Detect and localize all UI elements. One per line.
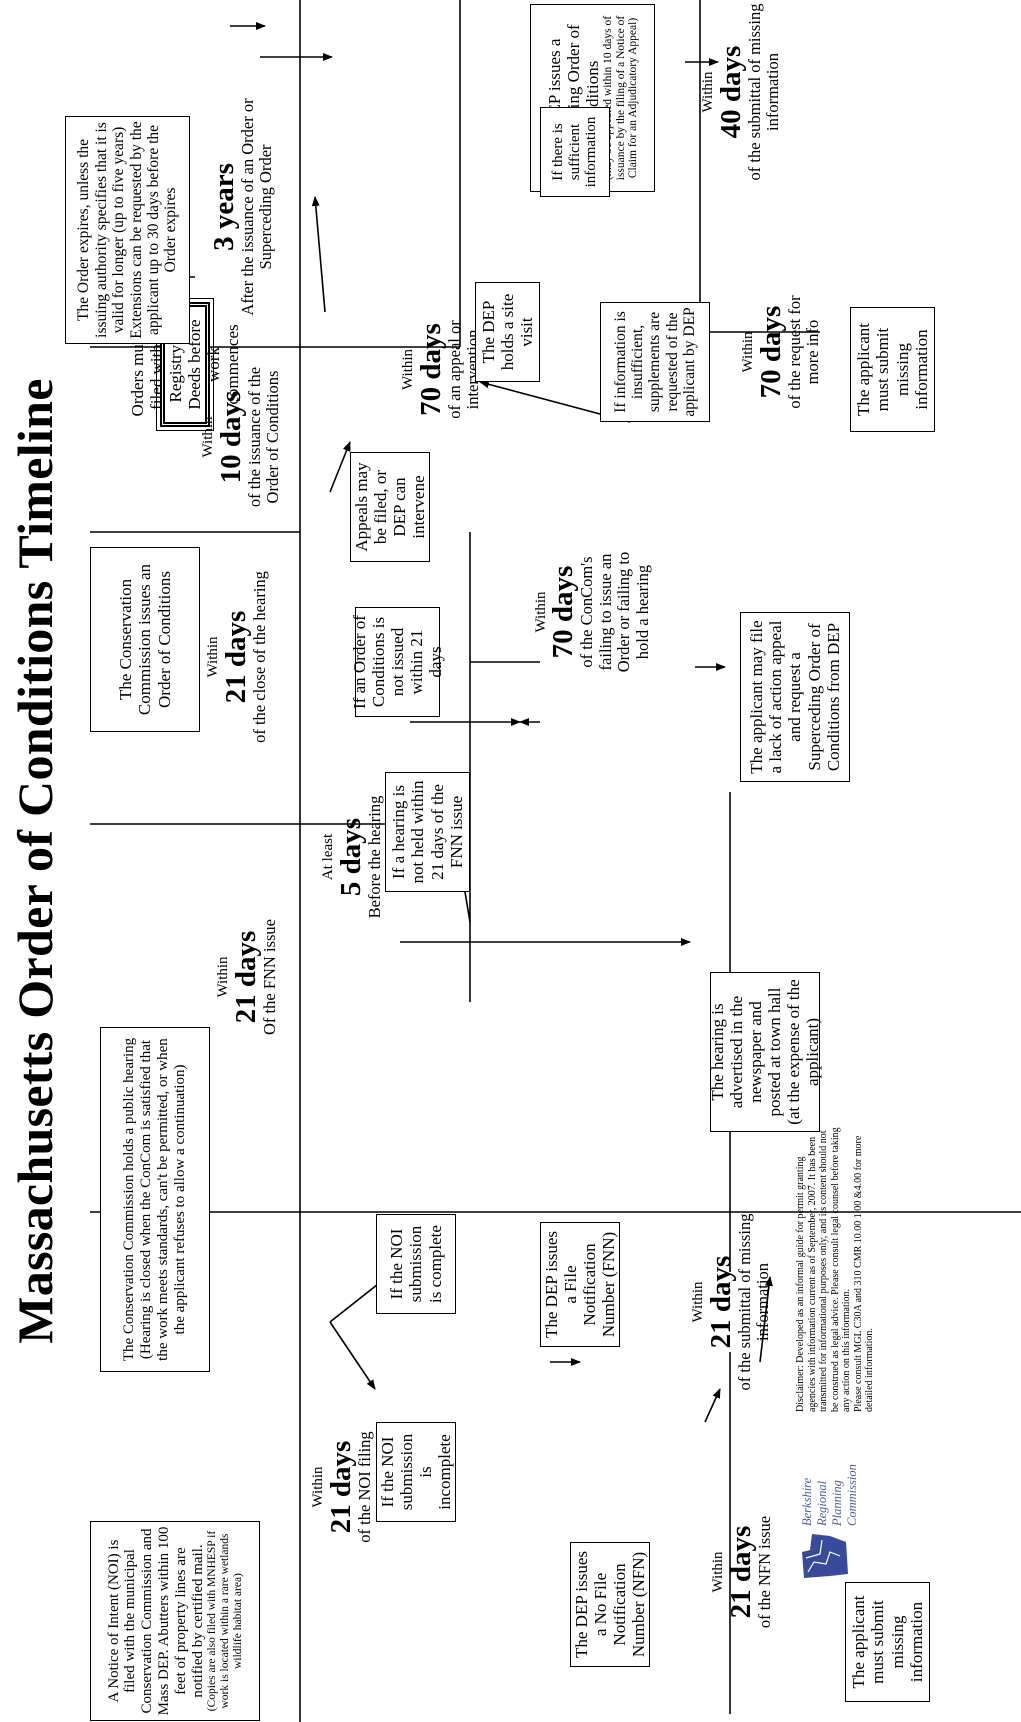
timing-big: 70 days [754,305,787,399]
timing-sub: of the close of the hearing [249,571,269,743]
public-hearing-box: The Conservation Commission holds a publ… [100,1027,210,1372]
page-title: Massachusetts Order of Conditions Timeli… [7,378,63,1344]
timing-big: 70 days [414,323,447,416]
timing-missing: Within 21 days of the submittal of missi… [690,1212,773,1392]
timing-3years: 3 years After the issuance of an Order o… [208,92,276,322]
applicant-submit-box-1: The applicant must submit missing inform… [845,1582,930,1702]
logo-line: Regional [815,1480,829,1526]
timing-big: 3 years [208,163,240,251]
dep-site-visit-box: The DEP holds a site visit [475,282,540,382]
timing-sub: of the NFN issue [754,1515,774,1629]
timing-issuance: Within 10 days of the issuance of the Or… [200,347,283,527]
timing-sub: of the NOI filing [354,1431,374,1543]
timing-sub: of the issuance of the Order of Conditio… [244,366,283,508]
logo-line: Commission [845,1464,859,1526]
applicant-submit-box-2: The applicant must submit missing inform… [850,307,935,432]
timing-70-request: Within 70 days of the request for more i… [740,282,823,422]
timing-70-appeal: Within 70 days of an appeal or intervent… [400,282,483,457]
concom-issues-box: The Conservation Commission issues an Or… [90,547,200,732]
timing-70-concom: Within 70 days of the ConCom's failing t… [533,542,652,682]
timing-big: 21 days [219,610,252,704]
sufficient-info-box: If there is sufficient information [540,107,610,197]
timing-sub: of the submittal of missing information [734,1213,773,1391]
dep-fnn-box: The DEP issues a File Notification Numbe… [540,1222,620,1347]
timing-noi: Within 21 days of the NOI filing [310,1392,374,1582]
timing-sub: Of the FNN issue [259,919,279,1035]
timing-big: 10 days [214,390,247,484]
timing-sub: of the request for more info [784,295,823,409]
timing-close: Within 21 days of the close of the heari… [205,552,269,762]
timing-5days: At least 5 days Before the hearing [320,782,384,932]
appeals-filed-box: Appeals may be filed, or DEP can interve… [350,452,430,562]
timing-sub: of the submittal of missing information [744,3,783,181]
noi-incomplete-box: If the NOI submission is incomplete [376,1422,456,1522]
disclaimer-text: Disclaimer: Developed as an informal gui… [795,1127,875,1412]
brpc-logo-text: Berkshire Regional Planning Commission [800,1464,860,1526]
logo-line: Berkshire [800,1477,814,1526]
logo-line: Planning [830,1480,844,1526]
order-expires-box: The Order expires, unless the issuing au… [65,116,190,344]
timing-big: 70 days [547,565,580,659]
timing-sub: Before the hearing [364,795,384,919]
lack-of-action-box: The applicant may file a lack of action … [740,612,850,782]
order-not-issued-box: If an Order of Conditions is not issued … [350,607,445,717]
timing-sub: After the issuance of an Order or Superc… [238,98,276,316]
timing-big: 5 days [334,817,367,897]
timing-fnn: Within 21 days Of the FNN issue [215,887,279,1067]
timing-40: Within 40 days of the submittal of missi… [700,2,783,182]
noi-filed-text: A Notice of Intent (NOI) is filed with t… [105,1526,206,1716]
timing-big: 21 days [324,1440,357,1534]
noi-filed-note: (Copies are also filed with MNHESP if wo… [206,1530,244,1712]
timing-big: 21 days [229,930,262,1024]
timing-big: 21 days [724,1525,757,1619]
timing-nfn: Within 21 days of the NFN issue [710,1482,774,1662]
dep-nfn-box: The DEP issues a No File Notification Nu… [570,1542,650,1667]
brpc-logo-map-icon [802,1534,848,1578]
hearing-advertised-box: The hearing is advertised in the newspap… [708,972,822,1132]
timing-big: 40 days [714,45,747,139]
noi-complete-box: If the NOI submission is complete [376,1214,456,1314]
brpc-logo: Berkshire Regional Planning Commission [800,1422,875,1582]
insufficient-info-box: If information is insufficient, suppleme… [600,302,710,422]
timing-sub: of the ConCom's failing to issue an Orde… [577,551,652,673]
timing-big: 21 days [704,1255,737,1349]
noi-filed-box: A Notice of Intent (NOI) is filed with t… [90,1521,260,1721]
hearing-not-held-box: If a hearing is not held within 21 days … [385,772,470,892]
